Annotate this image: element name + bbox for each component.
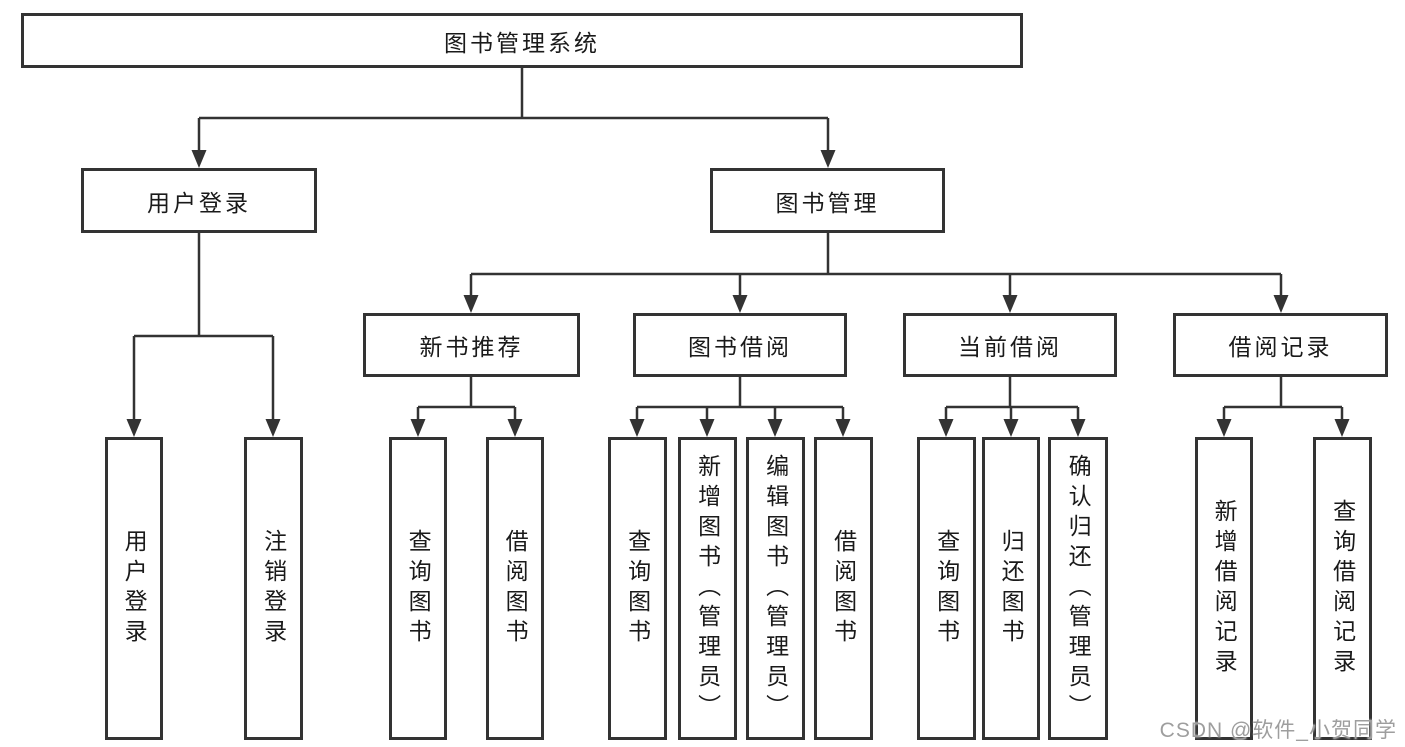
node-label: 查询借阅记录: [1329, 498, 1356, 679]
node-book-borrowing: 图书借阅: [633, 313, 847, 377]
node-label: 归还图书: [998, 528, 1025, 649]
node-label: 查询图书: [624, 528, 651, 649]
node-leaf-query-books-3: 查询图书: [917, 437, 976, 740]
node-leaf-borrow-books-2: 借阅图书: [814, 437, 873, 740]
node-new-book-recommend: 新书推荐: [363, 313, 580, 377]
connector-paths: [132, 68, 1344, 421]
node-current-borrowing: 当前借阅: [903, 313, 1117, 377]
node-label: 用户登录: [121, 528, 148, 649]
node-leaf-edit-books-admin: 编辑图书（管理员）: [746, 437, 805, 740]
node-label: 查询图书: [933, 528, 960, 649]
node-label: 新增借阅记录: [1211, 498, 1238, 679]
arrowheads: [126, 150, 1350, 437]
node-leaf-logout: 注销登录: [244, 437, 303, 740]
node-user-login-module: 用户登录: [81, 168, 317, 233]
node-label: 查询图书: [405, 528, 432, 649]
node-book-management-module: 图书管理: [710, 168, 945, 233]
node-leaf-query-borrow-record: 查询借阅记录: [1313, 437, 1372, 740]
csdn-watermark: CSDN @软件_小贺同学: [1159, 719, 1397, 742]
node-leaf-borrow-books-1: 借阅图书: [486, 437, 544, 740]
node-root-system: 图书管理系统: [21, 13, 1023, 68]
node-label: 借阅图书: [830, 528, 857, 649]
node-label: 当前借阅: [958, 334, 1062, 360]
node-borrow-records: 借阅记录: [1173, 313, 1388, 377]
node-leaf-confirm-return-admin: 确认归还（管理员）: [1048, 437, 1108, 740]
node-leaf-query-books-2: 查询图书: [608, 437, 667, 740]
node-label: 借阅记录: [1228, 334, 1333, 360]
node-leaf-add-borrow-record: 新增借阅记录: [1195, 437, 1253, 740]
node-label: 图书借阅: [688, 334, 792, 360]
node-label: 编辑图书（管理员）: [762, 453, 789, 724]
node-label: 借阅图书: [502, 528, 529, 649]
node-leaf-add-books-admin: 新增图书（管理员）: [678, 437, 737, 740]
node-leaf-query-books-1: 查询图书: [389, 437, 447, 740]
node-label: 注销登录: [260, 528, 287, 649]
node-label: 用户登录: [147, 189, 251, 216]
node-label: 图书管理系统: [444, 29, 600, 56]
node-label: 新书推荐: [419, 334, 524, 360]
node-leaf-user-login: 用户登录: [105, 437, 163, 740]
node-label: 确认归还（管理员）: [1065, 453, 1092, 724]
node-leaf-return-books: 归还图书: [982, 437, 1040, 740]
node-label: 新增图书（管理员）: [694, 453, 721, 724]
node-label: 图书管理: [775, 189, 880, 216]
